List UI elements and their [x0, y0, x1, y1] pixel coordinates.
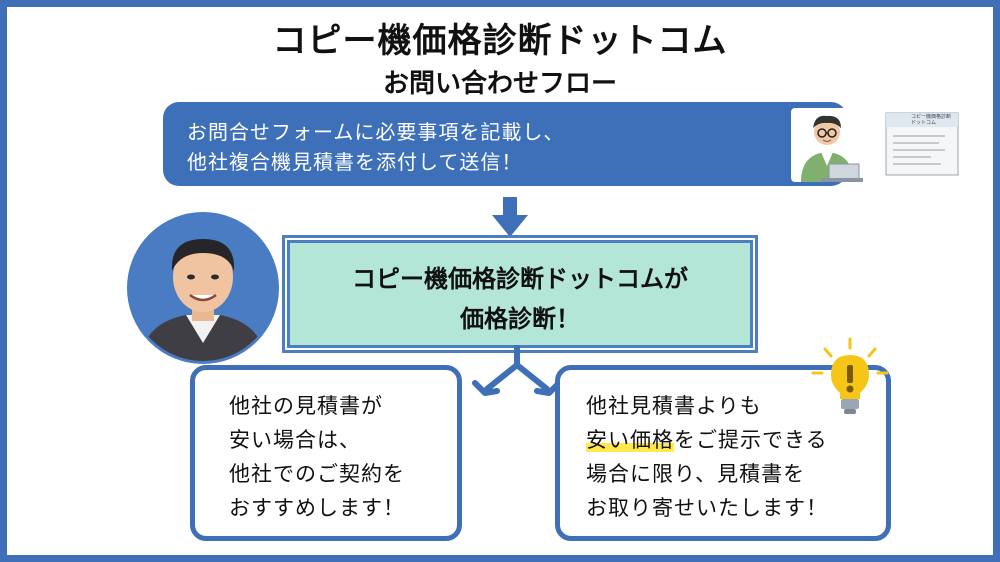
left-line1: 他社の見積書が — [229, 394, 383, 418]
person-laptop-icon — [791, 108, 863, 182]
right-line2: 安い価格をご提示できる — [586, 424, 828, 454]
estimate-document-image: コピー機価格診断 ドットコム — [881, 108, 963, 180]
right-line4: お取り寄せいたします！ — [586, 496, 828, 520]
step1-line1: お問合せフォームに必要事項を記載し、 — [187, 120, 565, 144]
flow-canvas: コピー機価格診断ドットコム お問い合わせフロー お問合せフォームに必要事項を記載… — [7, 7, 993, 555]
step2-box: コピー機価格診断ドットコムが 価格診断！ — [285, 238, 755, 350]
light-bulb-icon — [811, 337, 889, 414]
left-line2: 安い場合は、 — [229, 428, 361, 452]
left-line3: 他社でのご契約を — [229, 462, 405, 486]
right-line1: 他社見積書よりも — [586, 394, 762, 418]
step2-line2: 価格診断！ — [460, 305, 580, 333]
step2-line1: コピー機価格診断ドットコムが — [352, 265, 688, 293]
highlight-text: 安い価格 — [586, 428, 674, 452]
step1-box: お問合せフォームに必要事項を記載し、 他社複合機見積書を添付して送信！ — [163, 102, 963, 186]
right-line2-rest: をご提示できる — [674, 428, 828, 452]
left-result-box: 他社の見積書が 安い場合は、 他社でのご契約を おすすめします！ — [190, 365, 462, 541]
document-icon — [881, 108, 963, 180]
split-arrow-icon — [472, 345, 562, 396]
step1-line2: 他社複合機見積書を添付して送信！ — [187, 150, 523, 174]
right-result-box: 他社見積書よりも 安い価格をご提示できる 場合に限り、見積書を お取り寄せいたし… — [555, 365, 891, 541]
avatar — [127, 212, 279, 364]
left-line4: おすすめします！ — [229, 496, 405, 520]
page-subtitle: お問い合わせフロー — [382, 69, 617, 99]
doc-label: コピー機価格診断 ドットコム — [911, 114, 952, 126]
page-title: コピー機価格診断ドットコム — [272, 21, 728, 61]
right-line3: 場合に限り、見積書を — [586, 462, 806, 486]
arrow-down-icon — [492, 197, 528, 237]
person-photo — [130, 215, 276, 361]
